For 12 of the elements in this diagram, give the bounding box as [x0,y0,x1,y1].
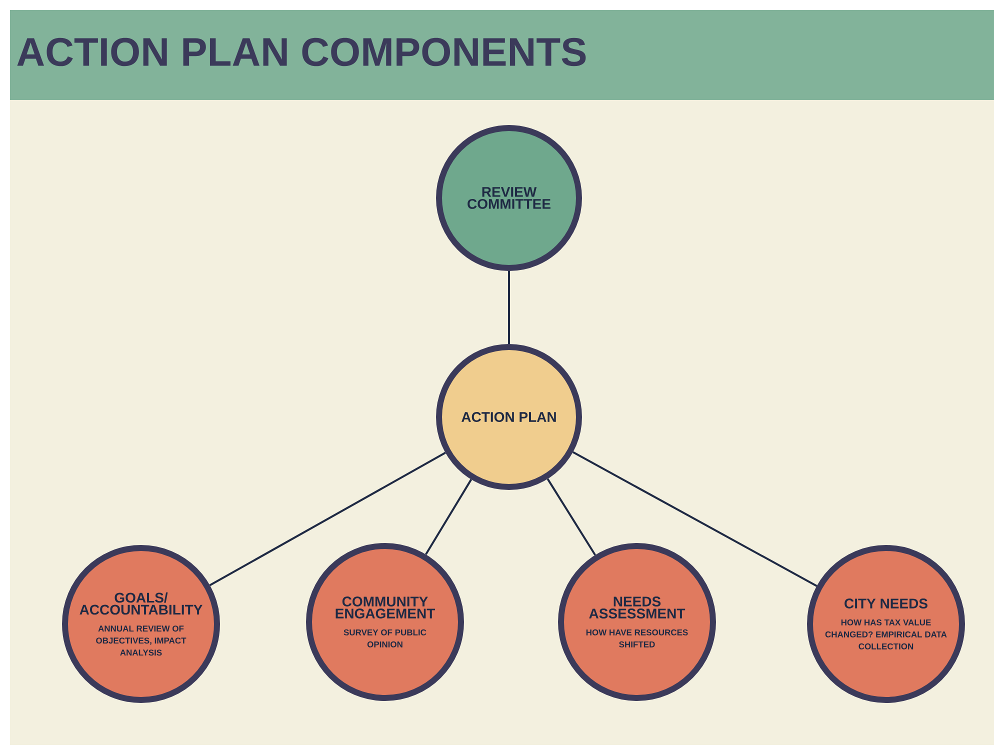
circle-node: GOALS/ ACCOUNTABILITY ANNUAL REVIEW OF OBJECTIVES, IMPACT ANALYSIS [62,545,220,703]
connector-line [425,478,472,555]
connector-line [546,478,596,556]
circle-node: COMMUNITY ENGAGEMENT SURVEY OF PUBLIC OPINION [306,543,464,701]
title-banner: ACTION PLAN COMPONENTS [10,10,994,100]
circle-node: REVIEW COMMITTEE [436,125,582,271]
circle-node: CITY NEEDS HOW HAS TAX VALUE CHANGED? EMPIRICAL DATA COLLECTION [807,545,965,703]
connector-line [508,271,510,344]
circle-node: NEEDS ASSESSMENT HOW HAVE RESOURCES SHIFTED [558,543,716,701]
connector-line [572,451,818,587]
connector-line [209,452,446,586]
circle-node: ACTION PLAN [436,344,582,490]
